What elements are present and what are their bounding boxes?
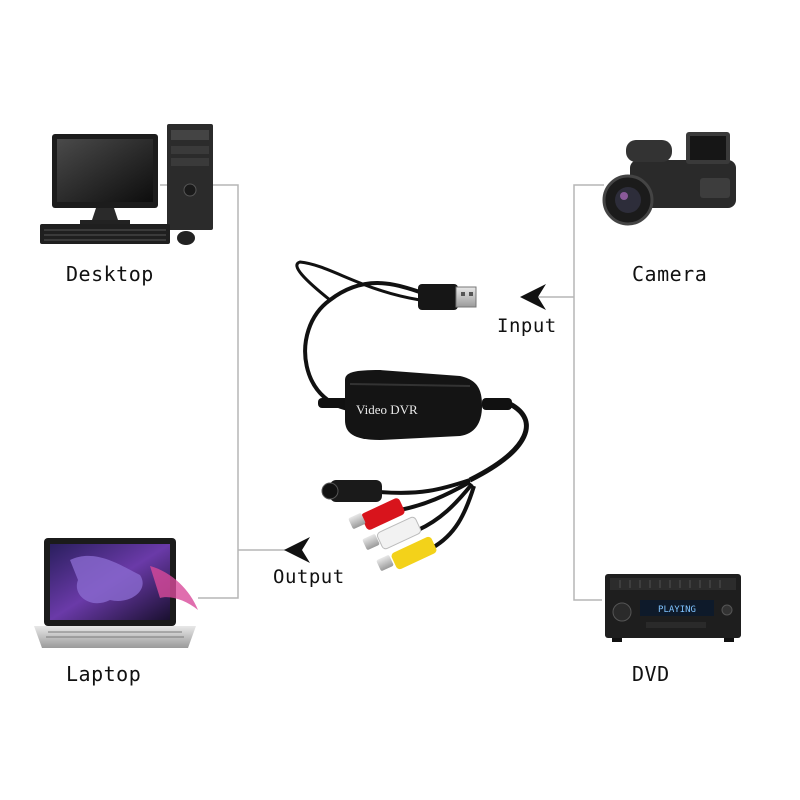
monitor-stand xyxy=(92,208,118,220)
usb-plug-metal xyxy=(455,286,477,308)
usb-plug-body xyxy=(418,284,458,310)
rca-white-plug xyxy=(362,516,422,550)
label-dvd: DVD xyxy=(632,662,670,686)
mouse xyxy=(177,231,195,245)
device-name: Video DVR xyxy=(356,402,418,417)
desktop-bracket xyxy=(160,184,239,599)
svideo-plug xyxy=(330,480,382,502)
label-input: Input xyxy=(497,315,557,337)
label-desktop: Desktop xyxy=(66,262,154,286)
laptop xyxy=(34,538,198,648)
rca-yellow-plug xyxy=(376,536,437,571)
arrows xyxy=(284,284,546,563)
label-output: Output xyxy=(273,566,345,588)
label-laptop: Laptop xyxy=(66,662,142,686)
camcorder xyxy=(602,132,736,226)
label-camera: Camera xyxy=(632,262,708,286)
dvd-display-panel xyxy=(640,600,714,616)
input-arrow-icon xyxy=(520,284,546,310)
video-dvr-device: Video DVR xyxy=(295,260,529,571)
dvd-player: PLAYING xyxy=(605,574,741,642)
monitor-screen xyxy=(57,139,153,202)
output-arrow-icon xyxy=(284,537,310,563)
dvr-body xyxy=(345,370,482,440)
keyboard xyxy=(40,224,170,244)
desktop-computer xyxy=(40,124,213,245)
dvd-display-text: PLAYING xyxy=(658,605,696,615)
rca-red-plug xyxy=(348,498,405,530)
output-cable-main xyxy=(468,401,529,483)
camera-bracket xyxy=(573,184,604,601)
